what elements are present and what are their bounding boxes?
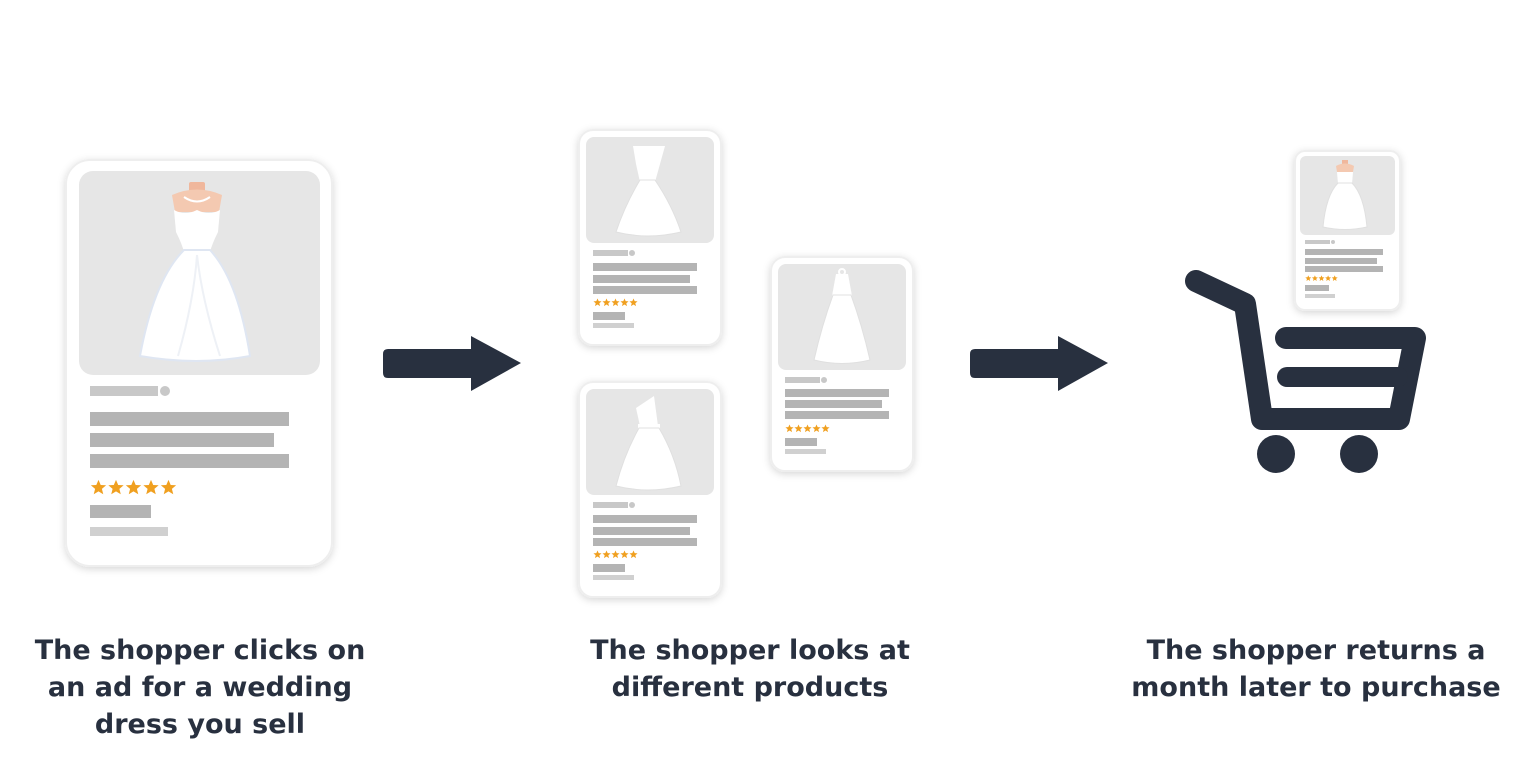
caption-line: The shopper returns a	[1146, 635, 1486, 666]
product-card-strapless	[578, 129, 722, 346]
wedding-dress-icon	[615, 146, 682, 237]
caption-line: The shopper looks at	[590, 635, 910, 666]
wedding-dress-icon	[1322, 160, 1368, 230]
wedding-dress-icon	[615, 396, 682, 491]
wedding-dress-icon	[138, 182, 252, 362]
product-card-in-cart	[1294, 150, 1401, 311]
step-1-caption: The shopper clicks on an ad for a weddin…	[20, 632, 380, 743]
step-2-caption: The shopper looks at different products	[560, 632, 940, 706]
step-3-caption: The shopper returns a month later to pur…	[1126, 632, 1506, 706]
caption-line: month later to purchase	[1131, 672, 1501, 703]
product-card-halter	[770, 256, 914, 472]
product-text-placeholders	[90, 386, 289, 468]
caption-line: an ad for a wedding	[47, 672, 353, 703]
caption-line: dress you sell	[94, 709, 306, 740]
product-card-one-shoulder	[578, 381, 722, 598]
shopping-cart-icon	[1185, 270, 1426, 473]
caption-line: different products	[611, 672, 889, 703]
wedding-dress-icon	[813, 268, 871, 364]
right-arrow-icon	[383, 336, 521, 391]
right-arrow-icon	[970, 336, 1108, 391]
ad-product-card	[65, 159, 333, 567]
caption-line: The shopper clicks on	[34, 635, 366, 666]
